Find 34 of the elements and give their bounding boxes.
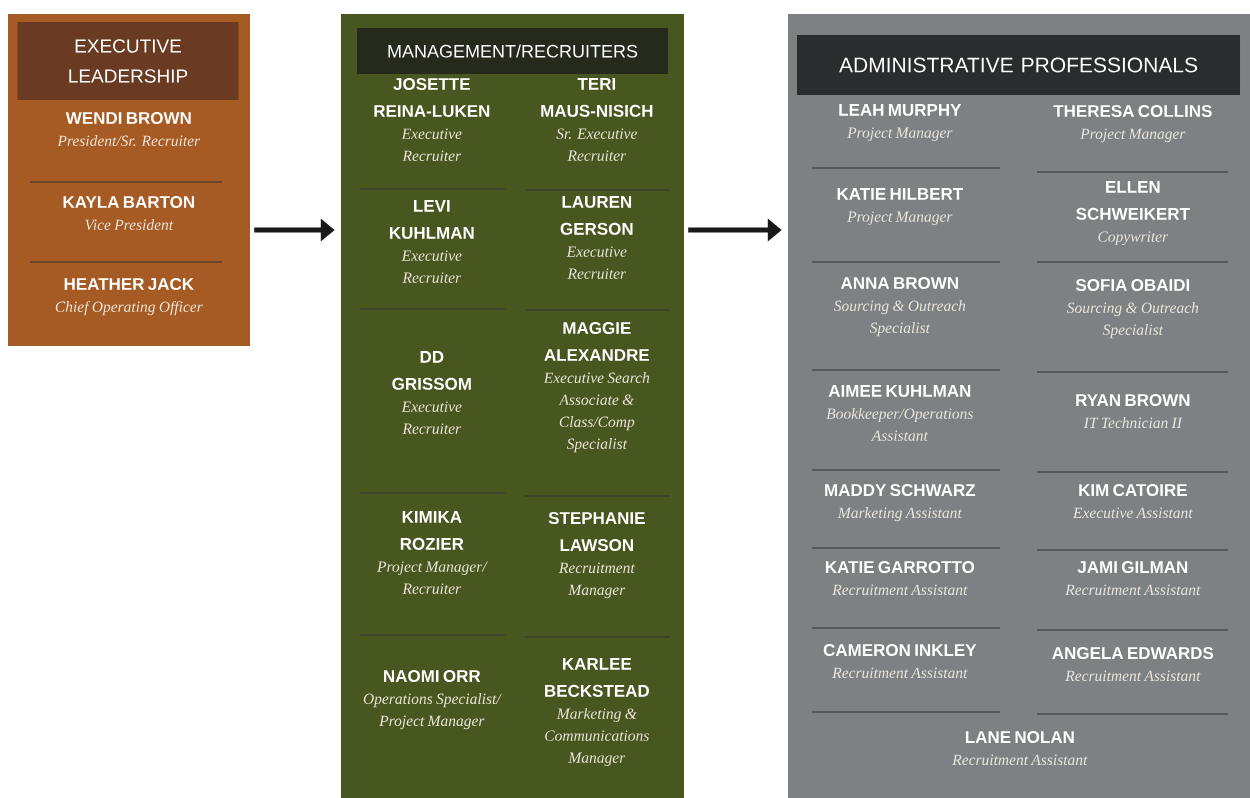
staff-entry: KATIE GARROTTO Recruitment Assistant [825, 561, 975, 596]
staff-entry: NAOMI ORR Operations Specialist/ Project Manager [363, 670, 502, 730]
panel [8, 14, 250, 346]
panel [788, 14, 1250, 798]
staff-entry: LEVI KUHLMAN Executive Recruiter [390, 200, 474, 283]
staff-entry: KAYLA BARTON Vice President [63, 196, 195, 231]
staff-entry: KATIE HILBERT Project Manager [837, 188, 963, 225]
staff-entry: ANNA BROWN Sourcing & Outreach Specialist [833, 277, 966, 337]
staff-entry: ELLEN SCHWEIKERT Copywriter [1076, 181, 1190, 246]
staff-entry: KARLEE BECKSTEAD Marketing & Communications Manager [545, 658, 649, 766]
staff-entry: DD GRISSOM Executive Recruiter [392, 351, 471, 434]
staff-entry: TERI MAUS-NISICH Sr. Executive Recruiter [541, 78, 653, 161]
staff-entry: CAMERON INKLEY Recruitment Assistant [823, 644, 977, 679]
staff-entry: THERESA COLLINS Project Manager [1053, 105, 1212, 143]
staff-entry: AIMEE KUHLMAN Bookkeeper/Operations Assistant [826, 385, 973, 441]
staff-entry: KIM CATOIRE Executive Assistant [1072, 484, 1193, 519]
staff-entry: MAGGIE ALEXANDRE Executive Search Associate & Class/Comp Specialist [543, 322, 650, 453]
heading-band: EXECUTIVE LEADERSHIP [17, 22, 239, 100]
staff-entry: JOSETTE REINA-LUKEN Executive Recruiter [374, 78, 490, 162]
staff-entry: LEAH MURPHY Project Manager [839, 104, 962, 141]
panel [341, 14, 684, 798]
staff-entry: STEPHANIE LAWSON Recruitment Manager [548, 512, 645, 599]
staff-entry: SOFIA OBAIDI Sourcing & Outreach Specialist [1066, 279, 1199, 339]
heading-band: MANAGEMENT/RECRUITERS [357, 28, 668, 74]
staff-entry: LANE NOLAN Recruitment Assistant [952, 731, 1088, 766]
staff-entry: ANGELA EDWARDS Recruitment Assistant [1052, 647, 1214, 682]
staff-entry: RYAN BROWN IT Technician II [1076, 394, 1190, 429]
staff-entry: HEATHER JACK Chief Operating Officer [55, 278, 203, 316]
heading-band: ADMINISTRATIVE PROFESSIONALS [797, 35, 1240, 95]
staff-entry: LAUREN GERSON Executive Recruiter [560, 196, 633, 279]
staff-entry: JAMI GILMAN Recruitment Assistant [1065, 561, 1201, 596]
staff-entry: WENDI BROWN President/Sr. Recruiter [57, 112, 201, 147]
staff-entry: MADDY SCHWARZ Marketing Assistant [825, 484, 976, 522]
staff-entry: KIMIKA ROZIER Project Manager/ Recruiter [376, 511, 488, 594]
